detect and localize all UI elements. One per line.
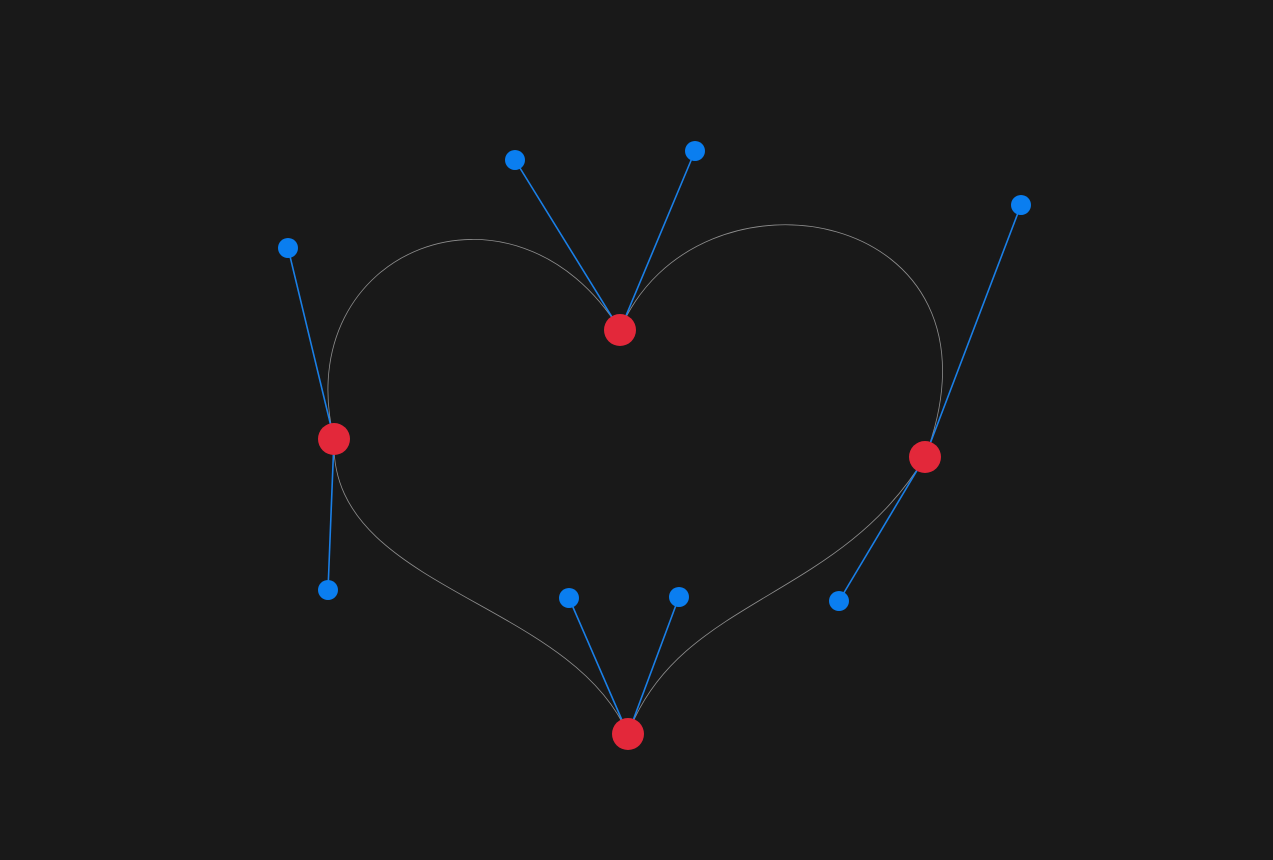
anchor-point-top[interactable] — [604, 314, 636, 346]
handle-line-right-lower — [838, 456, 926, 602]
control-handle-bottom-right[interactable] — [669, 587, 689, 607]
handle-line-bottom-left — [568, 597, 629, 735]
anchor-point-bottom[interactable] — [612, 718, 644, 750]
handle-line-left-lower — [327, 438, 335, 591]
anchor-point-right[interactable] — [909, 441, 941, 473]
control-handle-right-upper[interactable] — [1011, 195, 1031, 215]
handle-line-left-upper — [287, 247, 335, 440]
handle-line-top-right — [619, 150, 696, 331]
control-handle-left-upper[interactable] — [278, 238, 298, 258]
control-handle-left-lower[interactable] — [318, 580, 338, 600]
control-handle-top-left[interactable] — [505, 150, 525, 170]
handle-line-right-upper — [924, 204, 1022, 458]
control-handle-right-lower[interactable] — [829, 591, 849, 611]
handle-line-top-left — [514, 159, 621, 331]
anchor-point-left[interactable] — [318, 423, 350, 455]
handle-line-bottom-right — [627, 596, 680, 735]
control-handle-bottom-left[interactable] — [559, 588, 579, 608]
control-handle-top-right[interactable] — [685, 141, 705, 161]
